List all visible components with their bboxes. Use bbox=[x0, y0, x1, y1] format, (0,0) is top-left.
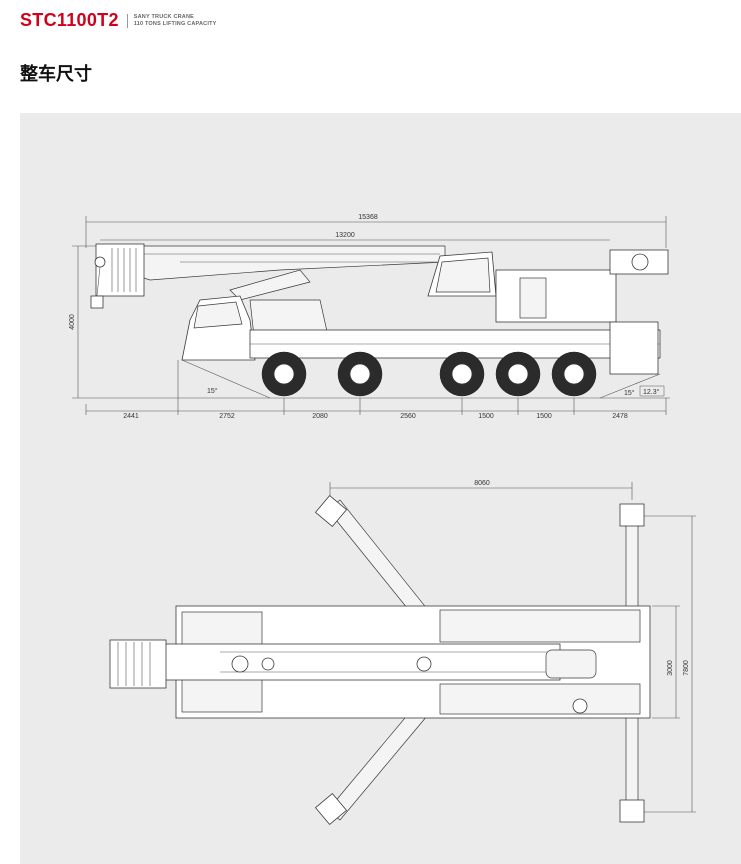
dim-outrigger-width: 7800 bbox=[683, 660, 690, 676]
sheave-pack bbox=[111, 248, 137, 292]
dim-height: 4000 bbox=[69, 314, 76, 330]
rear-outrigger-box bbox=[609, 321, 659, 375]
side-view: 15368 13200 4000 bbox=[69, 214, 670, 420]
wheel-1-hub bbox=[273, 363, 295, 385]
brand-tagline: SANY TRUCK CRANE 110 TONS LIFTING CAPACI… bbox=[134, 14, 217, 27]
rear-pad-upper bbox=[619, 503, 645, 527]
approach-angle-line bbox=[181, 359, 271, 399]
boom-head bbox=[95, 243, 145, 297]
boom bbox=[95, 245, 446, 281]
slewing-center bbox=[416, 656, 432, 672]
deck-upper bbox=[439, 609, 641, 643]
segment-3: 2080 bbox=[312, 413, 328, 420]
operator-cab-window bbox=[435, 257, 491, 293]
departure-angle: 15° bbox=[624, 389, 635, 397]
model-name: STC1100T2 bbox=[20, 10, 119, 30]
winch-drum bbox=[631, 253, 649, 271]
segment-ticks bbox=[85, 360, 667, 415]
boom-head-top bbox=[109, 639, 167, 689]
section-title: 整车尺寸 bbox=[20, 64, 92, 85]
brand-header: STC1100T2 SANY TRUCK CRANE 110 TONS LIFT… bbox=[20, 10, 217, 31]
segment-2: 2752 bbox=[219, 413, 235, 420]
winch-top bbox=[572, 698, 588, 714]
front-pad-lower bbox=[314, 792, 348, 826]
drawing-panel bbox=[20, 113, 741, 864]
rear-pad-lower bbox=[619, 799, 645, 823]
dim-overall-length: 15368 bbox=[358, 214, 378, 221]
front-pad-upper bbox=[314, 494, 348, 528]
boom-tip-sheave bbox=[94, 256, 106, 268]
segment-1: 2441 bbox=[123, 413, 139, 420]
counterweight bbox=[495, 269, 617, 323]
counterweight-grille bbox=[519, 277, 547, 319]
dim-width: 3000 bbox=[667, 660, 674, 676]
departure-angle-line bbox=[599, 373, 661, 399]
segment-6: 1500 bbox=[536, 413, 552, 420]
front-outrigger-upper bbox=[327, 499, 433, 625]
wheels bbox=[261, 351, 597, 397]
segment-5: 1500 bbox=[478, 413, 494, 420]
boom-pivot bbox=[231, 655, 249, 673]
tagline-line-2: 110 TONS LIFTING CAPACITY bbox=[133, 20, 217, 27]
dim-boom-length: 13200 bbox=[335, 232, 355, 239]
brand-divider bbox=[126, 13, 128, 28]
dim-outrigger-length: 8060 bbox=[474, 480, 490, 487]
wheel-3-hub bbox=[451, 363, 473, 385]
boom-pivot-2 bbox=[261, 657, 275, 671]
tagline-line-1: SANY TRUCK CRANE bbox=[133, 14, 195, 20]
luffing-cylinder bbox=[229, 269, 311, 301]
wheel-2-hub bbox=[349, 363, 371, 385]
counterweight-top bbox=[545, 649, 597, 679]
segment-7: 2478 bbox=[612, 413, 628, 420]
segment-4: 2560 bbox=[400, 413, 416, 420]
wheel-5-hub bbox=[563, 363, 585, 385]
wheel-4-hub bbox=[507, 363, 529, 385]
cab-window bbox=[193, 301, 243, 329]
top-view: 8060 3 bbox=[109, 480, 696, 826]
deck-lower bbox=[439, 683, 641, 715]
hook-block bbox=[90, 295, 104, 309]
boom-top bbox=[139, 643, 561, 681]
boom-head-sheaves bbox=[117, 642, 151, 686]
rear-angle: 12.3° bbox=[643, 388, 660, 396]
angle-box bbox=[639, 385, 665, 397]
approach-angle: 15° bbox=[207, 387, 218, 395]
